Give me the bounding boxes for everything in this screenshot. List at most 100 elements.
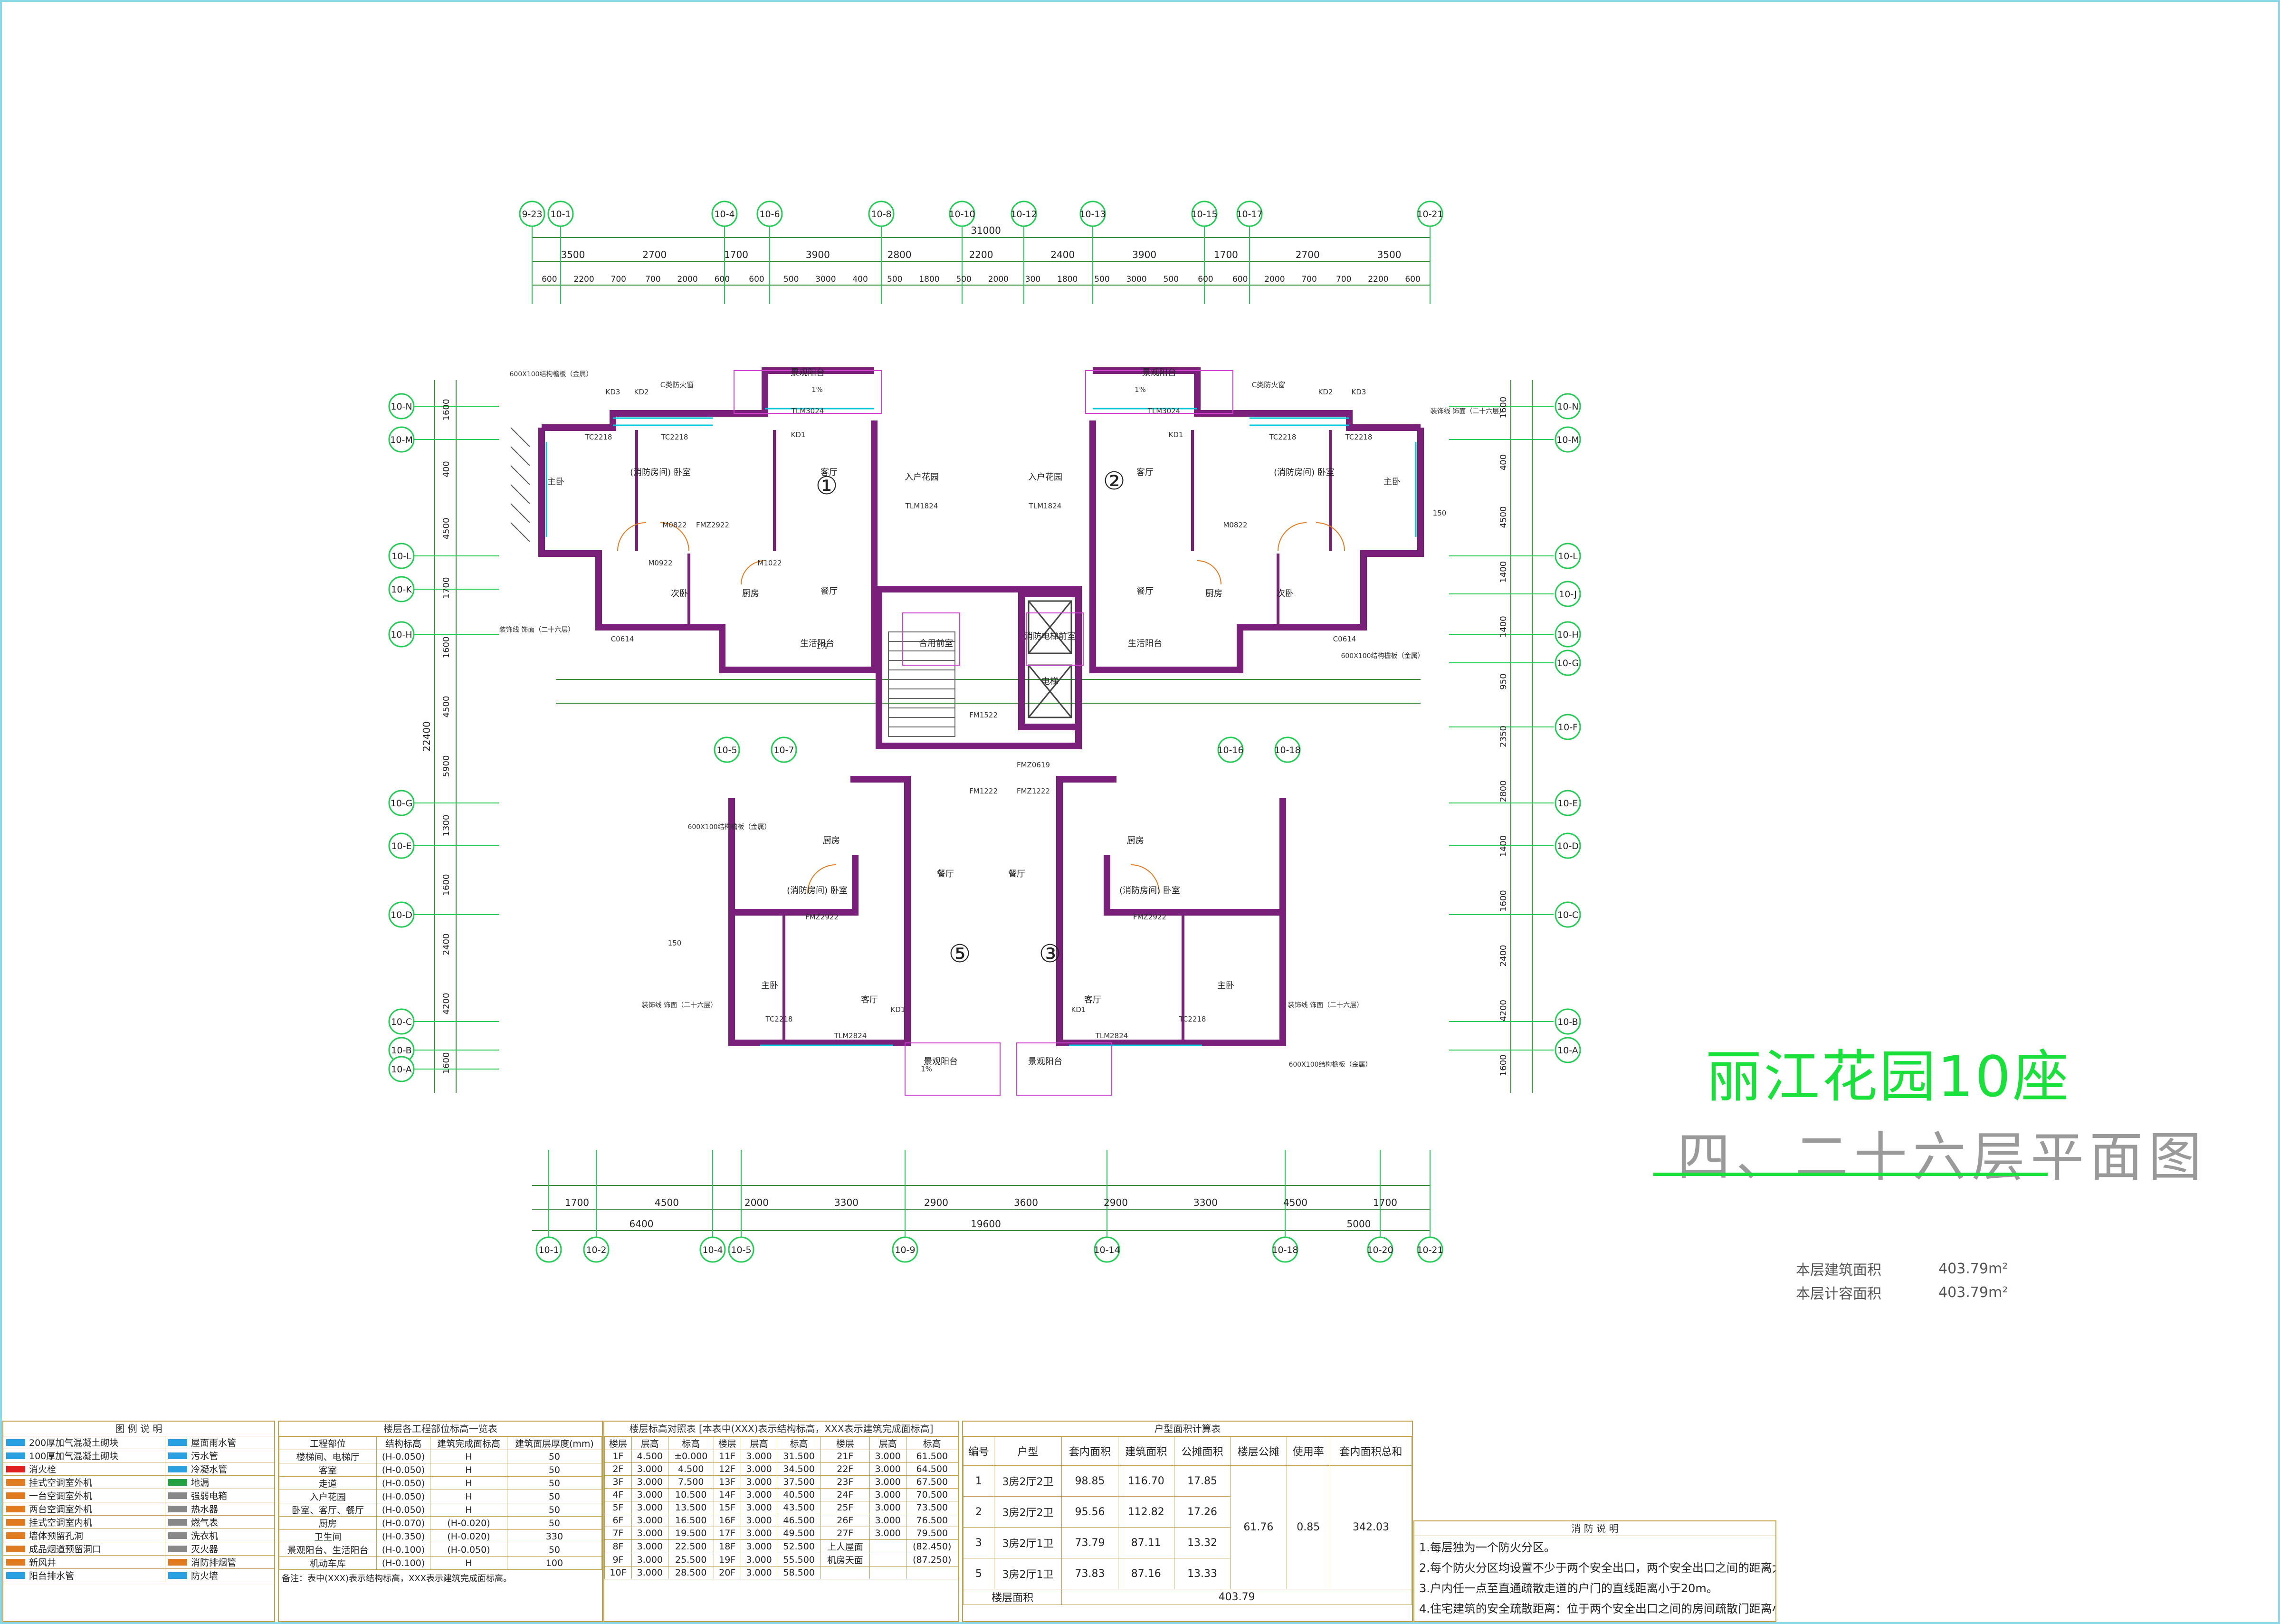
table-cell: 3房2厅2卫 <box>993 1496 1062 1528</box>
table-cell: 73.500 <box>906 1501 958 1514</box>
legend-item: 成品烟道预留洞口 <box>3 1542 165 1556</box>
table-cell: 22.500 <box>668 1539 714 1553</box>
room-label: 消防电梯前室 <box>1024 631 1076 641</box>
table-cell: 客室 <box>279 1463 377 1477</box>
dim-text: 2400 <box>441 934 451 955</box>
axis-bubble: 10-10 <box>949 201 975 227</box>
dim-text: 4200 <box>1498 1000 1508 1022</box>
dim-text: 700 <box>611 275 626 284</box>
legend-swatch <box>6 1572 25 1579</box>
table-cell: 走道 <box>279 1476 377 1490</box>
room-label: (消防房间) 卧室 <box>787 886 848 896</box>
legend-item: 燃气表 <box>165 1516 274 1529</box>
area-row: 本层建筑面积 403.79m² <box>1796 1257 2008 1280</box>
table-header-row: 楼层层高标高楼层层高标高楼层层高标高 <box>604 1436 958 1450</box>
door-swings <box>617 522 1345 894</box>
table-header-cell: 公摊面积 <box>1173 1436 1231 1466</box>
fire-note-line: 1.每层独为一个防火分区。 <box>1419 1541 1555 1554</box>
dim-text: 4500 <box>441 696 451 718</box>
axis-label: 10-6 <box>759 209 780 220</box>
area-summary: 本层建筑面积 403.79m² 本层计容面积 403.79m² <box>1796 1257 2008 1304</box>
table-header-cell: 标高 <box>906 1436 958 1450</box>
note-label: 600X100结构檐板（金属） <box>1288 1061 1372 1069</box>
table-header-row: 编号户型套内面积建筑面积公摊面积楼层公摊使用率套内面积总和 <box>963 1436 1412 1466</box>
axis-bubble: 10-1 <box>547 201 574 227</box>
room-label: 生活阳台 <box>1128 639 1162 649</box>
note-label: C类防火窗 <box>660 381 694 389</box>
legend-swatch <box>168 1545 187 1552</box>
room-label: 厨房 <box>1205 589 1222 599</box>
dimension-lines <box>434 237 1533 1231</box>
axis-label: 10-1 <box>538 1245 559 1255</box>
table-cell: 58.500 <box>777 1566 821 1579</box>
table-cell: 3.000 <box>869 1488 906 1501</box>
tag-label: KD2 <box>1318 388 1333 396</box>
dim-text: 2200 <box>969 249 993 260</box>
note-label: 装饰线 饰面（二十六层） <box>499 626 574 634</box>
table-cell: 8F <box>604 1539 632 1553</box>
legend-swatch <box>168 1479 187 1486</box>
table-cell: 1 <box>963 1465 994 1497</box>
table-cell: 67.500 <box>906 1475 958 1489</box>
legend-item: 阳台排水管 <box>3 1569 165 1582</box>
legend-swatch <box>6 1545 25 1552</box>
dim-text: 700 <box>1336 275 1351 284</box>
dim-text: 5000 <box>1347 1218 1371 1230</box>
dim-text: 950 <box>1498 673 1508 689</box>
table-header-cell: 层高 <box>740 1436 778 1450</box>
tag-label: KD3 <box>1352 388 1366 396</box>
legend-text: 冷凝水管 <box>191 1464 228 1475</box>
table-cell: 3.000 <box>740 1450 778 1463</box>
tag-label: TLM1824 <box>1029 502 1062 510</box>
dim-text: 1300 <box>441 815 451 837</box>
table-cell: 3.000 <box>740 1462 778 1476</box>
axis-bubble: 10-J <box>1555 581 1581 607</box>
axis-label: 10-10 <box>949 209 975 220</box>
axis-label: 10-M <box>1556 435 1579 445</box>
table-cell: 3.000 <box>631 1553 668 1567</box>
room-label: 餐厅 <box>937 869 954 879</box>
table-cell: 22F <box>820 1462 870 1476</box>
dim-text: 3000 <box>1126 275 1146 284</box>
tag-label: TLM2824 <box>1095 1032 1128 1040</box>
legend-text: 挂式空调室内机 <box>29 1518 93 1528</box>
axis-label: 10-15 <box>1191 209 1217 220</box>
dim-text: 5900 <box>441 755 451 777</box>
table-cell: 50 <box>506 1463 602 1477</box>
axis-label: 10-21 <box>1417 1245 1443 1255</box>
dim-text: 1700 <box>1214 249 1238 260</box>
tag-label: M1022 <box>757 559 782 567</box>
tag-label: FM1222 <box>969 787 998 795</box>
axis-bubble: 10-E <box>1555 790 1581 816</box>
table-cell: H <box>430 1463 507 1477</box>
floor-elevation-title: 楼层各工程部位标高一览表 <box>279 1422 602 1436</box>
legend-item: 消防排烟管 <box>165 1556 274 1569</box>
axis-left: 10-N10-M10-L10-K10-H10-G10-E10-D10-C10-B… <box>388 393 499 1082</box>
table-header-cell: 套内面积 <box>1061 1436 1118 1466</box>
level-table-title: 楼层标高对照表 [本表中(XXX)表示结构标高，XXX表示建筑完成面标高] <box>604 1422 958 1436</box>
table-cell: 3房2厅1卫 <box>993 1558 1062 1589</box>
table-cell: 5F <box>604 1501 632 1514</box>
note-label: 600X100结构檐板（金属） <box>509 371 592 378</box>
axis-bubble: 10-C <box>388 1008 415 1035</box>
table-header-cell: 层高 <box>869 1436 906 1450</box>
legend-text: 燃气表 <box>191 1518 219 1528</box>
table-row: 厨房(H-0.070)(H-0.020)50 <box>279 1516 602 1530</box>
table-cell: 23F <box>820 1475 870 1489</box>
room-label: 景观阳台 <box>1142 368 1176 378</box>
room-label: 生活阳台 <box>800 639 834 649</box>
room-label: 主卧 <box>761 981 778 991</box>
axis-label: 10-C <box>391 1017 412 1027</box>
axis-label: 10-G <box>1557 658 1579 669</box>
table-cell: 98.85 <box>1061 1465 1118 1497</box>
table-cell: 87.11 <box>1117 1527 1174 1558</box>
dim-text: 2400 <box>1498 945 1508 967</box>
axis-bubble: 10-E <box>388 832 415 859</box>
dim-text: 500 <box>887 275 902 284</box>
tag-label: KD2 <box>634 388 649 396</box>
dim-text: 1700 <box>565 1197 589 1208</box>
table-cell: 26F <box>820 1514 870 1527</box>
